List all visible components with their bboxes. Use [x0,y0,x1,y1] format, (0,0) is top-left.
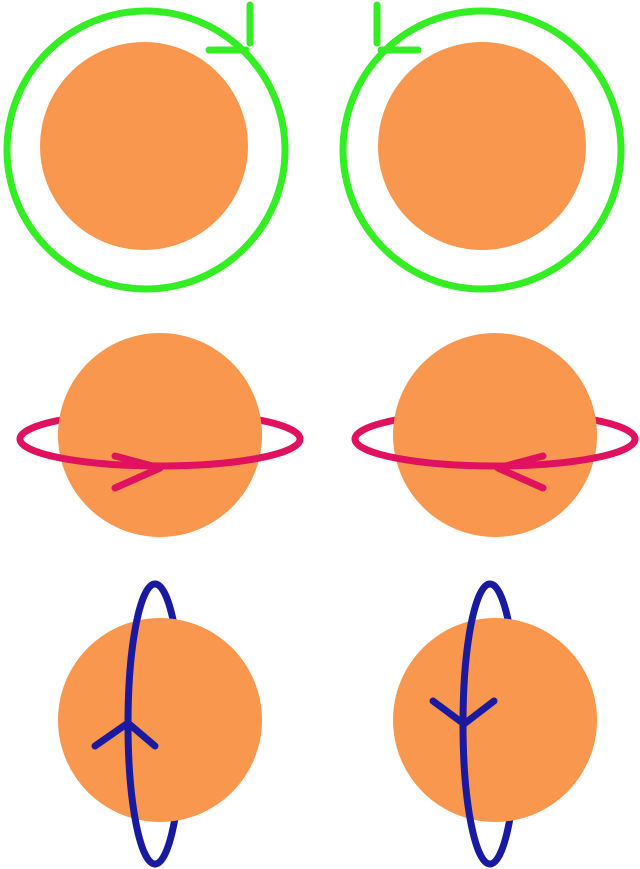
arrowhead-clockwise-icon [205,1,254,54]
rotation-ring-front [351,435,639,470]
arrowhead-rightward-icon [111,452,164,492]
sphere [40,42,248,250]
arrowhead-upward-icon [91,719,159,750]
arrowhead-downward-icon [429,697,498,728]
equatorial-leftward-group [351,333,639,537]
sphere [393,333,597,537]
polar-downward-group [393,580,597,868]
sphere [58,333,262,537]
row-axial-rotation [3,1,625,293]
row-equatorial-rotation [16,333,639,537]
axial-clockwise-group [3,1,289,293]
row-polar-rotation [58,580,597,868]
sphere [378,42,586,250]
sphere [58,618,262,822]
equatorial-rightward-group [16,333,304,537]
sphere [393,618,597,822]
axial-counterclockwise-group [339,1,625,293]
rotation-ring [3,7,289,293]
polar-upward-group [58,580,262,868]
rotation-ring [339,7,625,293]
arrowhead-counterclockwise-icon [373,1,422,54]
arrowhead-leftward-icon [494,452,547,492]
